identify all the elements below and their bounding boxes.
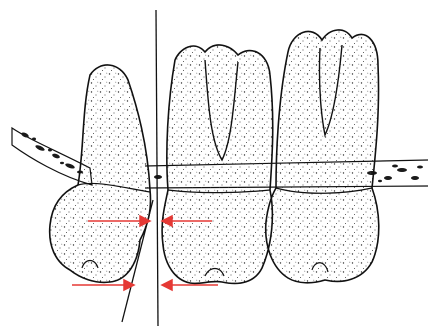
vertical-reference-line — [156, 10, 158, 326]
upright-molar-left — [162, 45, 273, 283]
upright-molar-right — [266, 30, 379, 283]
